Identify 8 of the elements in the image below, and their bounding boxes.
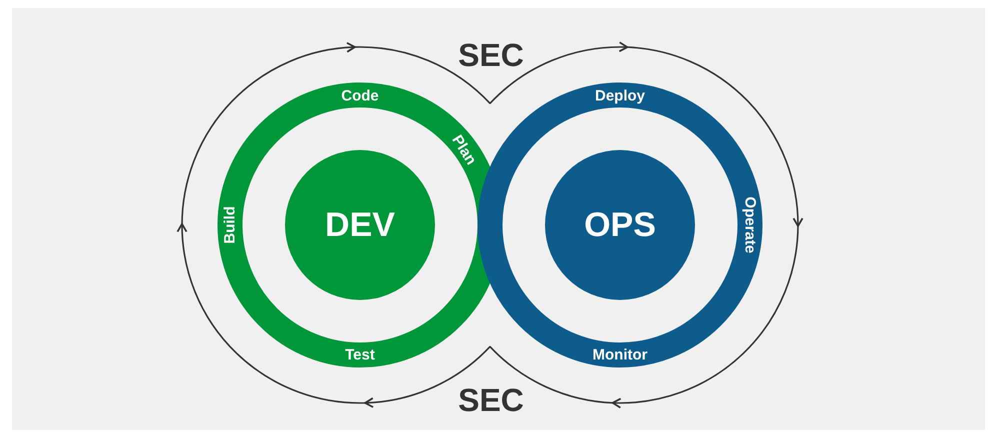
stage-label: Operate [742,196,758,254]
stage-label: Build [222,206,238,244]
stage-label: Test [345,348,375,362]
stage-label: Code [341,88,379,104]
section-heading: SEC [458,384,524,416]
section-heading: SEC [458,39,524,71]
stage-label: Deploy [595,88,645,104]
stage-label: Monitor [592,348,648,362]
